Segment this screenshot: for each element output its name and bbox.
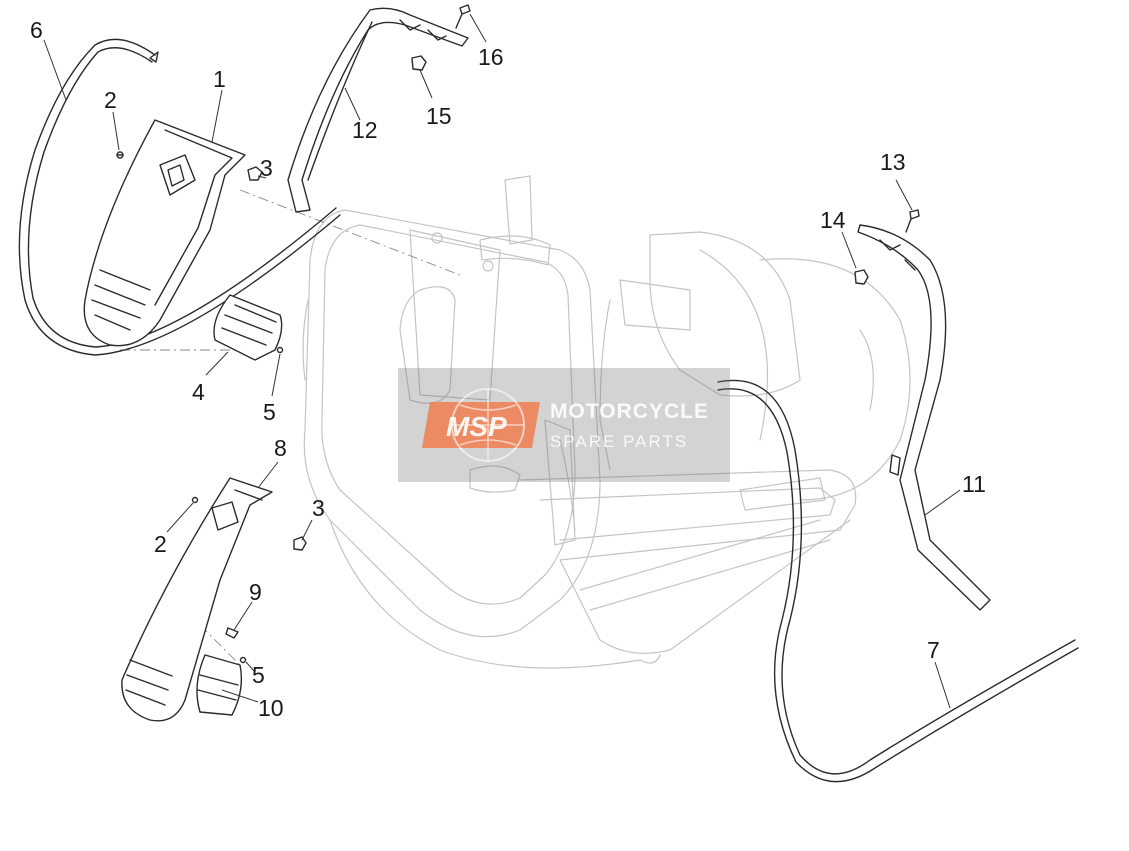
callout-11: 11 [962, 471, 986, 497]
hardware-screw-2-lower [191, 496, 199, 504]
leader-lines [43, 13, 961, 709]
hardware-screw-5-lower [239, 656, 247, 664]
watermark-title: MOTORCYCLE [550, 400, 709, 423]
watermark-subtitle: SPARE PARTS [550, 432, 688, 451]
part-7-lower-seal [717, 379, 1079, 783]
hardware-nut-14 [854, 269, 869, 285]
callout-labels: 1 2 3 4 5 6 7 8 2 3 9 5 10 11 12 13 14 1… [30, 17, 986, 721]
hardware-clip-9 [225, 627, 239, 639]
callout-7: 7 [927, 637, 940, 663]
callout-10: 10 [258, 695, 284, 721]
hardware-screw-5-upper [276, 346, 284, 354]
scooter-body-outline [302, 175, 911, 669]
callout-13: 13 [880, 149, 906, 175]
callout-1: 1 [213, 66, 226, 92]
callout-4: 4 [192, 379, 205, 405]
callout-12: 12 [352, 117, 378, 143]
callout-15: 15 [426, 103, 452, 129]
callout-14: 14 [820, 207, 846, 233]
callout-3-lower: 3 [312, 495, 325, 521]
hardware-screw-2-upper [116, 151, 124, 159]
callout-6: 6 [30, 17, 43, 43]
part-12-upper-trim [287, 7, 469, 213]
callout-3-upper: 3 [260, 155, 273, 181]
callout-8: 8 [274, 435, 287, 461]
part-10-small-grille [196, 654, 243, 716]
part-11-right-trim [857, 224, 991, 611]
callout-16: 16 [478, 44, 504, 70]
callout-5-upper: 5 [263, 399, 276, 425]
part-8-lower-panel [121, 477, 273, 722]
callout-5-lower: 5 [252, 662, 265, 688]
callout-9: 9 [249, 579, 262, 605]
callout-2-lower: 2 [154, 531, 167, 557]
part-4-grille [213, 294, 283, 361]
callout-2-upper: 2 [104, 87, 117, 113]
hardware-nut-3-lower [293, 536, 307, 551]
hardware-screw-16 [455, 4, 471, 29]
part-1-shield-panel [83, 119, 246, 347]
watermark-logo-text: MSP [446, 411, 507, 442]
part-6-seal-left [18, 38, 341, 356]
hardware-nut-15 [411, 55, 427, 71]
hardware-screw-13 [905, 209, 920, 233]
watermark: MSP MOTORCYCLE SPARE PARTS [398, 368, 730, 482]
